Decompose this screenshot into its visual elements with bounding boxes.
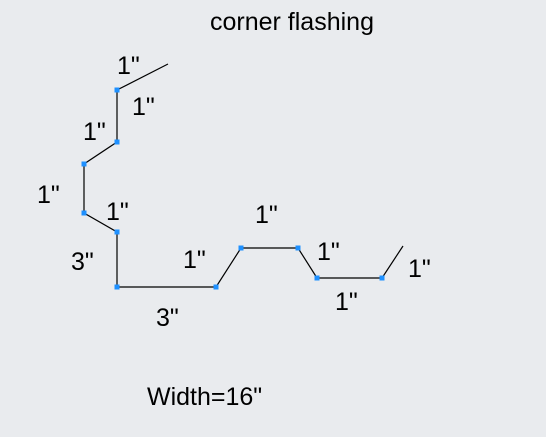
dimension-label: 1": [106, 198, 129, 226]
vertex-marker: [379, 275, 385, 281]
dimension-label: 1": [183, 246, 206, 274]
dimension-label: 1": [37, 181, 60, 209]
dimension-label: 1": [83, 118, 106, 146]
dimension-label: 1": [132, 93, 155, 121]
vertex-marker: [213, 284, 219, 290]
vertex-marker: [81, 210, 87, 216]
dimension-label: 1": [255, 201, 278, 229]
dimension-label: 1": [117, 52, 140, 80]
vertex-marker: [81, 161, 87, 167]
dimension-label: 1": [408, 255, 431, 283]
dimension-label: 1": [335, 288, 358, 316]
vertex-marker: [295, 245, 301, 251]
vertex-marker: [114, 87, 120, 93]
vertex-marker: [114, 229, 120, 235]
vertex-marker: [314, 275, 320, 281]
vertex-marker: [114, 139, 120, 145]
dimension-label: 1": [317, 238, 340, 266]
total-width-label: Width=16": [147, 383, 262, 411]
vertex-marker: [238, 245, 244, 251]
vertex-marker: [114, 284, 120, 290]
dimension-label: 3": [156, 304, 179, 332]
vertex-markers: [81, 87, 385, 290]
diagram-title: corner flashing: [210, 8, 374, 36]
dimension-label: 3": [71, 248, 94, 276]
